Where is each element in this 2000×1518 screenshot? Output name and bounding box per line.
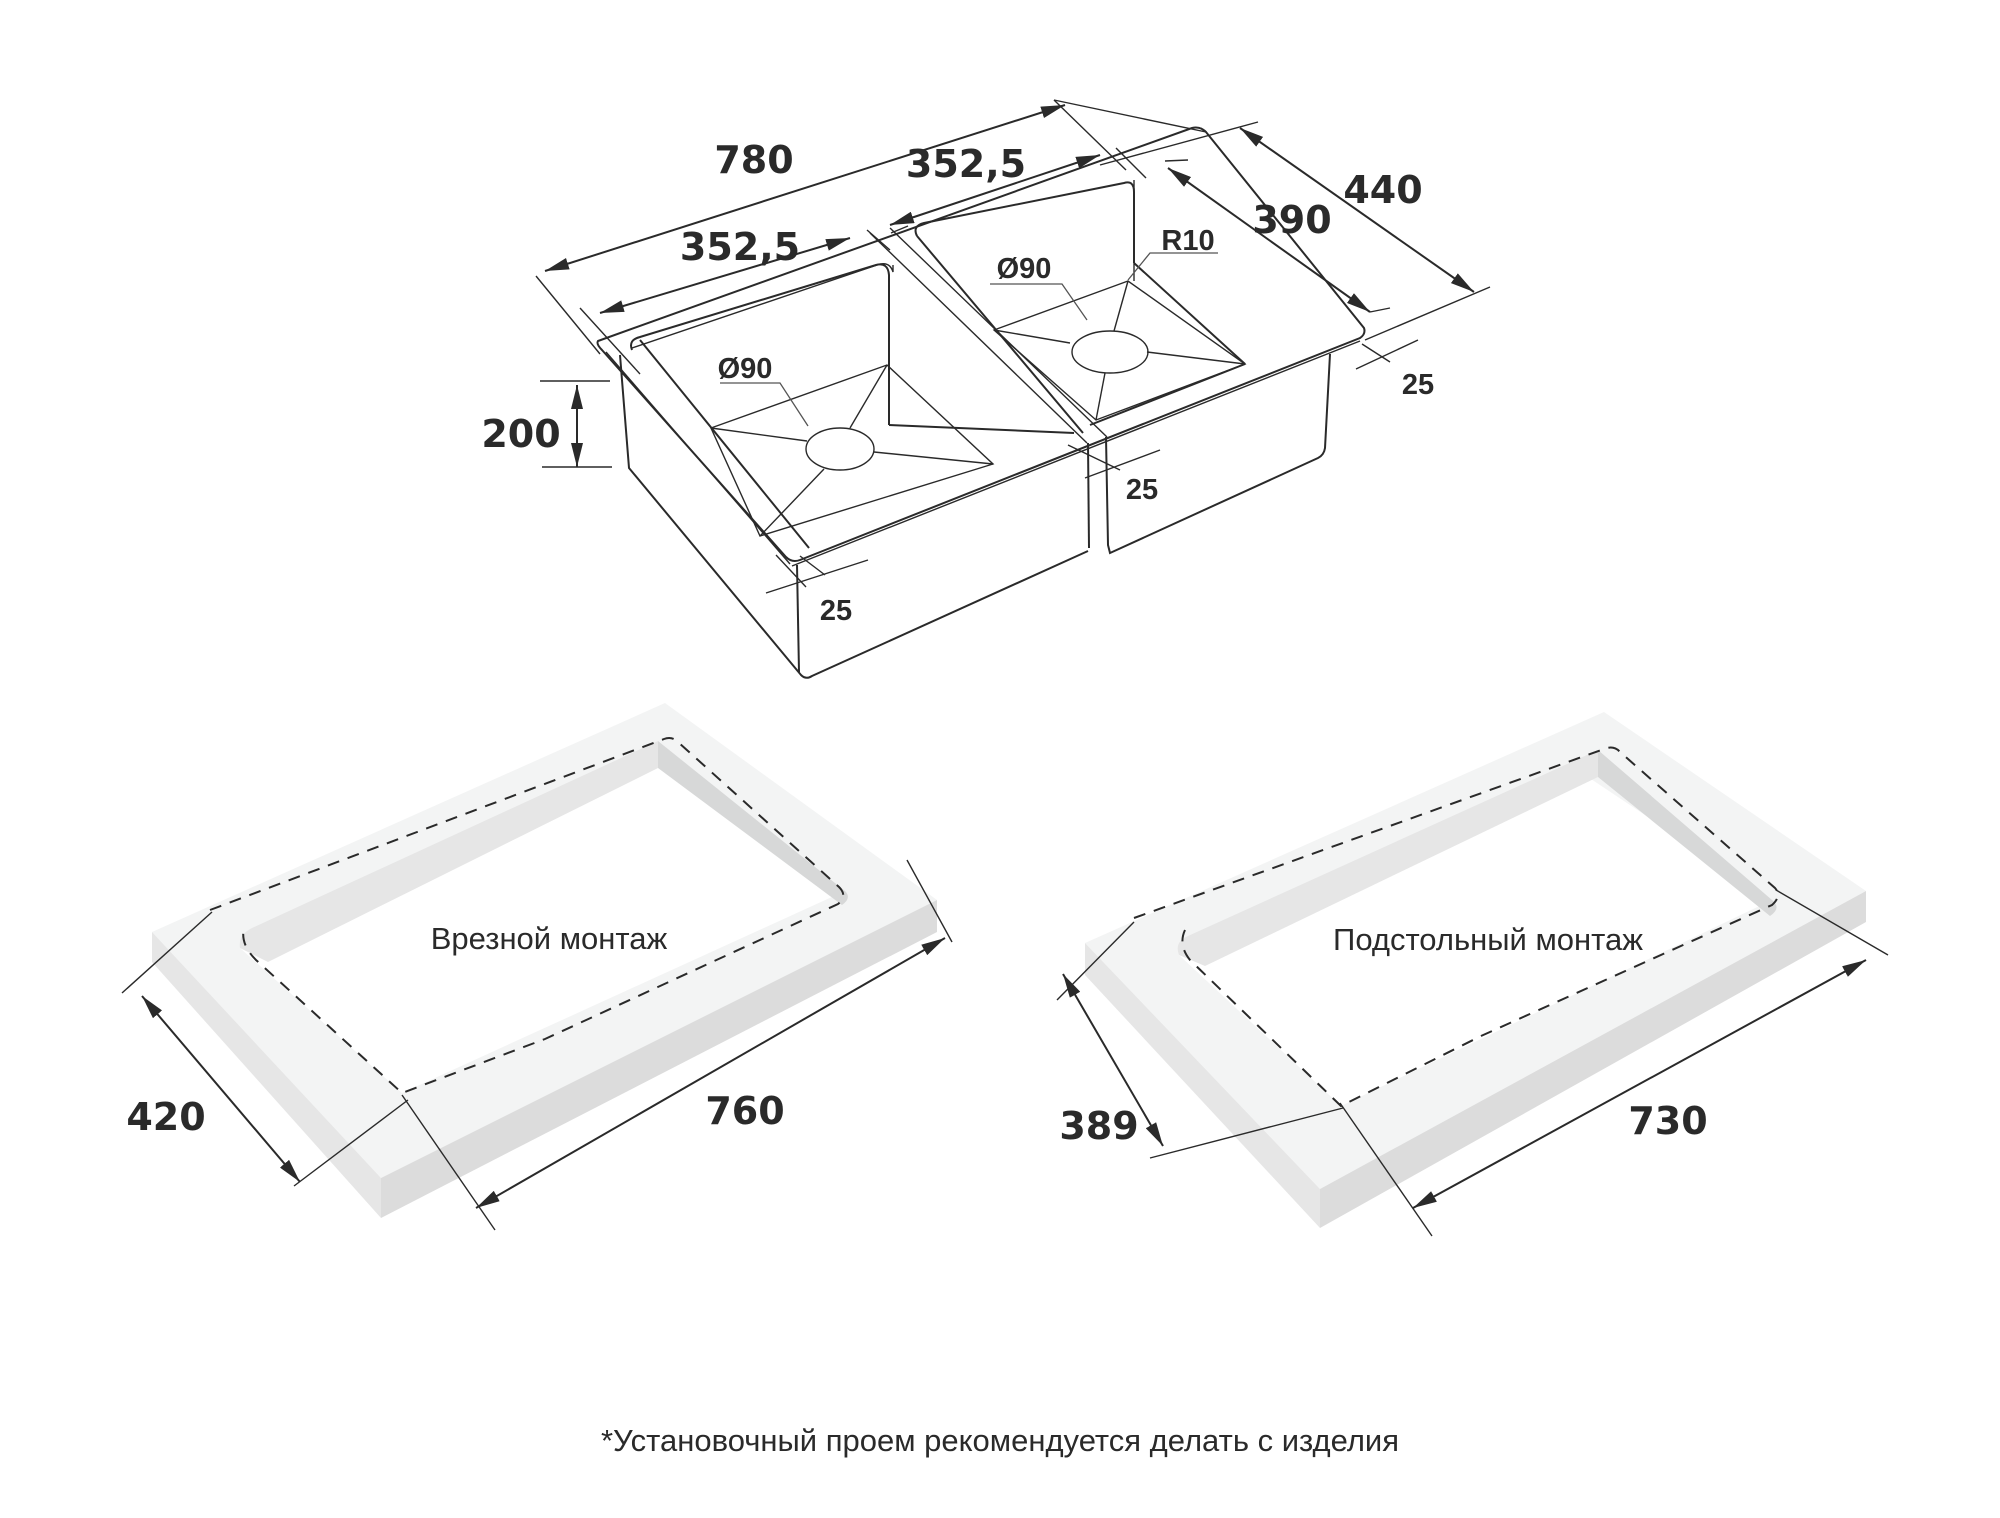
dim-bowl-length-right: 352,5 (906, 142, 1026, 186)
dim-rim-front: 25 (820, 595, 852, 627)
dim-bowl-depth: 390 (1252, 198, 1331, 242)
dim-bowl-height: 200 (481, 412, 560, 456)
undermount-width: 389 (1059, 1104, 1138, 1148)
flush-mount-length: 760 (705, 1089, 784, 1133)
flush-mount-width: 420 (126, 1095, 205, 1139)
dim-drain-diameter-left: Ø90 (718, 353, 773, 385)
flush-mount-countertop (121, 703, 953, 1231)
dim-overall-length: 780 (714, 138, 793, 182)
undermount-countertop (1056, 712, 1889, 1237)
dim-rim-middle: 25 (1126, 474, 1158, 506)
double-sink-isometric (596, 126, 1366, 679)
dim-overall-depth: 440 (1343, 168, 1422, 212)
undermount-length: 730 (1628, 1099, 1707, 1143)
flush-mount-label: Врезной монтаж (431, 921, 668, 956)
dim-corner-radius: R10 (1161, 225, 1214, 257)
sink-dimension-lines (535, 99, 1491, 594)
undermount-label: Подстольный монтаж (1333, 922, 1643, 957)
dim-drain-diameter-right: Ø90 (997, 253, 1052, 285)
installation-note: *Установочный проем рекомендуется делать… (601, 1423, 1399, 1458)
dim-rim-right: 25 (1402, 369, 1434, 401)
dim-bowl-length-left: 352,5 (680, 225, 800, 269)
